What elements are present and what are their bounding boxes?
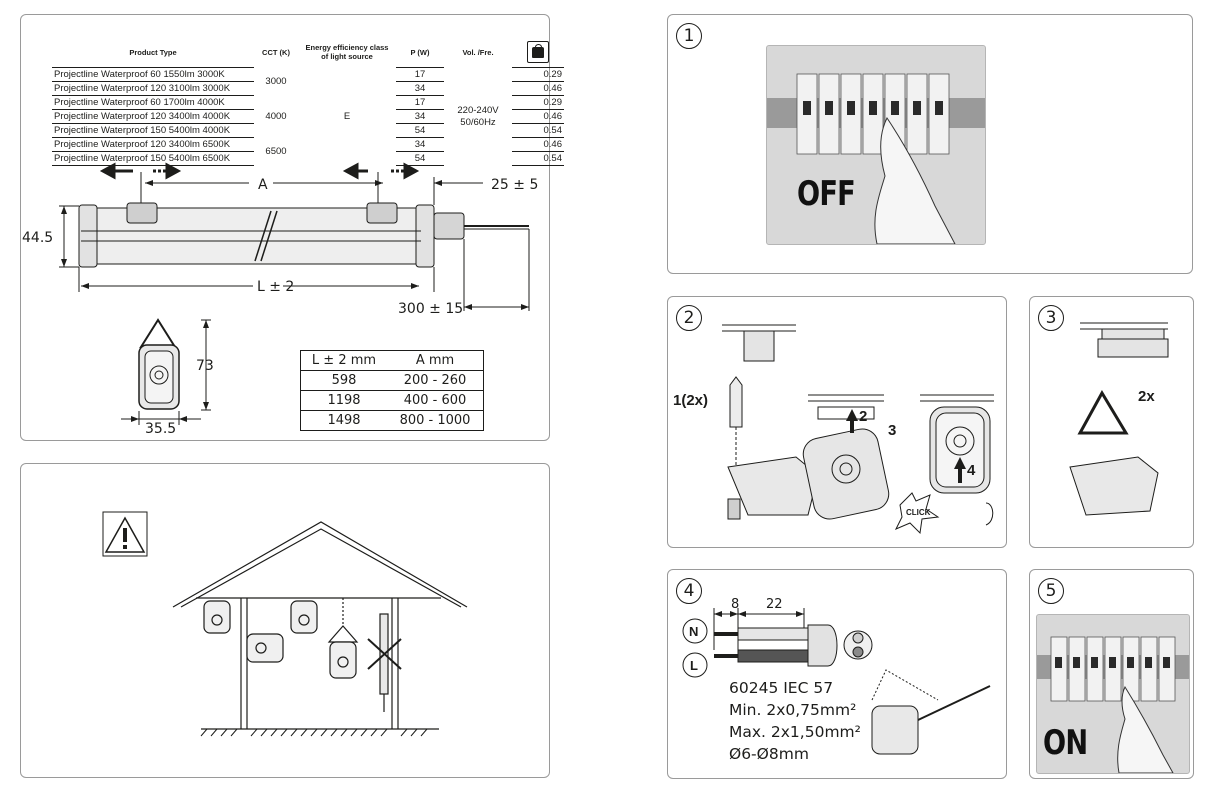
table-row-power: 34 bbox=[396, 137, 444, 152]
table-row-power: 34 bbox=[396, 109, 444, 124]
cable-length-label: 300 ± 15 bbox=[398, 301, 463, 317]
table-row-power: 34 bbox=[396, 81, 444, 96]
table-row-power: 17 bbox=[396, 67, 444, 82]
table-row-type: Projectline Waterproof 60 1550lm 3000K bbox=[52, 67, 254, 82]
table-row-weight: 0.46 bbox=[512, 109, 564, 124]
header-energy-class-line1: Energy efficiency class bbox=[305, 43, 389, 53]
live-label: L bbox=[690, 658, 698, 673]
table-row-power: 54 bbox=[396, 151, 444, 166]
cable-spec-list: 60245 IEC 57 Min. 2x0,75mm² Max. 2x1,50m… bbox=[729, 677, 861, 765]
wire-stripping-illustration: 8 22 N L bbox=[682, 597, 991, 755]
cct-value: 6500 bbox=[265, 146, 287, 157]
header-energy-class-line2: of light source bbox=[321, 52, 373, 62]
voltage-line2: 50/60Hz bbox=[460, 116, 496, 128]
dimension-drawing: A 25 ± 5 44.5 L ± 2 300 ± 15 73 35.5 bbox=[22, 162, 538, 437]
header-voltage: Vol. /Fre. bbox=[462, 47, 494, 57]
step-1-number: 1 bbox=[676, 23, 702, 49]
dimension-cell: 800 - 1000 bbox=[387, 410, 484, 431]
arrow-4-label: 4 bbox=[967, 462, 976, 479]
neutral-label: N bbox=[689, 624, 698, 639]
step-1-panel: 1 OFF bbox=[667, 14, 1193, 274]
mounting-positions-illustration bbox=[102, 511, 468, 737]
dimension-cell: 400 - 600 bbox=[387, 390, 484, 411]
strip-long-label: 22 bbox=[766, 597, 783, 612]
dimension-cell: 200 - 260 bbox=[387, 370, 484, 391]
breaker-illustration bbox=[767, 73, 985, 244]
step-2-panel: 2 1(2x) 2 3 4 bbox=[667, 296, 1007, 548]
voltage-value: 220-240V 50/60Hz bbox=[444, 68, 512, 166]
length-label: L ± 2 bbox=[257, 279, 294, 295]
step-5-number: 5 bbox=[1038, 578, 1064, 604]
anchor-label: 1(2x) bbox=[673, 392, 708, 409]
warning-triangle-icon bbox=[102, 511, 148, 557]
click-label: CLICK bbox=[906, 508, 931, 517]
spacing-label: A bbox=[258, 177, 268, 193]
quantity-label: 2x bbox=[1138, 388, 1155, 405]
table-row-weight: 0.46 bbox=[512, 137, 564, 152]
table-row-power: 17 bbox=[396, 95, 444, 110]
step-3-number: 3 bbox=[1038, 305, 1064, 331]
step-3-illustration: 2x bbox=[1069, 322, 1169, 516]
arrow-2-label: 2 bbox=[859, 408, 867, 425]
cct-value: 3000 bbox=[265, 76, 287, 87]
table-row-weight: 0.46 bbox=[512, 81, 564, 96]
breaker-illustration bbox=[1037, 636, 1189, 773]
table-row-weight: 0.29 bbox=[512, 67, 564, 82]
cable-spec-line: Min. 2x0,75mm² bbox=[729, 701, 857, 719]
clip-height-label: 73 bbox=[196, 358, 214, 374]
table-row-weight: 0.54 bbox=[512, 151, 564, 166]
cct-value: 4000 bbox=[265, 111, 287, 122]
table-row-type: Projectline Waterproof 60 1700lm 4000K bbox=[52, 95, 254, 110]
header-cct: CCT (K) bbox=[262, 47, 290, 57]
table-row-type: Projectline Waterproof 150 5400lm 6500K bbox=[52, 151, 254, 166]
cable-spec-line: Max. 2x1,50mm² bbox=[729, 723, 861, 741]
specifications-panel: A 25 ± 5 44.5 L ± 2 300 ± 15 73 35.5 Pro… bbox=[20, 14, 564, 441]
step-4-number: 4 bbox=[676, 578, 702, 604]
spec-table: Product Type CCT (K) Energy efficiency c… bbox=[52, 37, 564, 166]
dimension-cell: 1198 bbox=[300, 390, 387, 411]
table-row-type: Projectline Waterproof 120 3400lm 4000K bbox=[52, 109, 254, 124]
cap-offset-label: 25 ± 5 bbox=[491, 177, 538, 193]
voltage-line1: 220-240V bbox=[457, 104, 499, 116]
breaker-on-photo: ON bbox=[1036, 614, 1190, 774]
dimension-cell: 598 bbox=[300, 370, 387, 391]
dimension-header-spacing: A mm bbox=[387, 350, 484, 371]
table-row-power: 54 bbox=[396, 123, 444, 138]
height-label: 44.5 bbox=[22, 230, 53, 246]
kg-weight-icon bbox=[527, 41, 549, 63]
cable-spec-line: Ø6-Ø8mm bbox=[729, 745, 809, 763]
step-5-panel: 5 ON bbox=[1029, 569, 1194, 779]
off-label: OFF bbox=[797, 174, 856, 214]
dimension-cell: 1498 bbox=[300, 410, 387, 431]
header-power: P (W) bbox=[410, 47, 430, 57]
header-product-type: Product Type bbox=[129, 47, 177, 57]
strip-short-label: 8 bbox=[731, 597, 739, 612]
breaker-off-photo: OFF bbox=[766, 45, 986, 245]
arrow-3-label: 3 bbox=[888, 422, 896, 439]
table-row-type: Projectline Waterproof 120 3100lm 3000K bbox=[52, 81, 254, 96]
step-2-number: 2 bbox=[676, 305, 702, 331]
on-label: ON bbox=[1043, 723, 1088, 763]
cable-spec-line: 60245 IEC 57 bbox=[729, 679, 834, 697]
table-row-type: Projectline Waterproof 150 5400lm 4000K bbox=[52, 123, 254, 138]
warning-panel bbox=[20, 463, 550, 778]
table-row-weight: 0.54 bbox=[512, 123, 564, 138]
dimension-header-length: L ± 2 mm bbox=[300, 350, 387, 371]
weight-icon-cell bbox=[512, 37, 564, 68]
table-row-type: Projectline Waterproof 120 3400lm 6500K bbox=[52, 137, 254, 152]
energy-class-value: E bbox=[343, 111, 351, 122]
table-row-weight: 0.29 bbox=[512, 95, 564, 110]
step-4-panel: 4 8 22 N L bbox=[667, 569, 1007, 779]
header-energy-class: Energy efficiency class of light source bbox=[298, 37, 396, 68]
step-2-illustration: 1(2x) 2 3 4 CLICK bbox=[673, 324, 994, 535]
step-3-panel: 3 2x bbox=[1029, 296, 1194, 548]
clip-width-label: 35.5 bbox=[145, 421, 176, 437]
